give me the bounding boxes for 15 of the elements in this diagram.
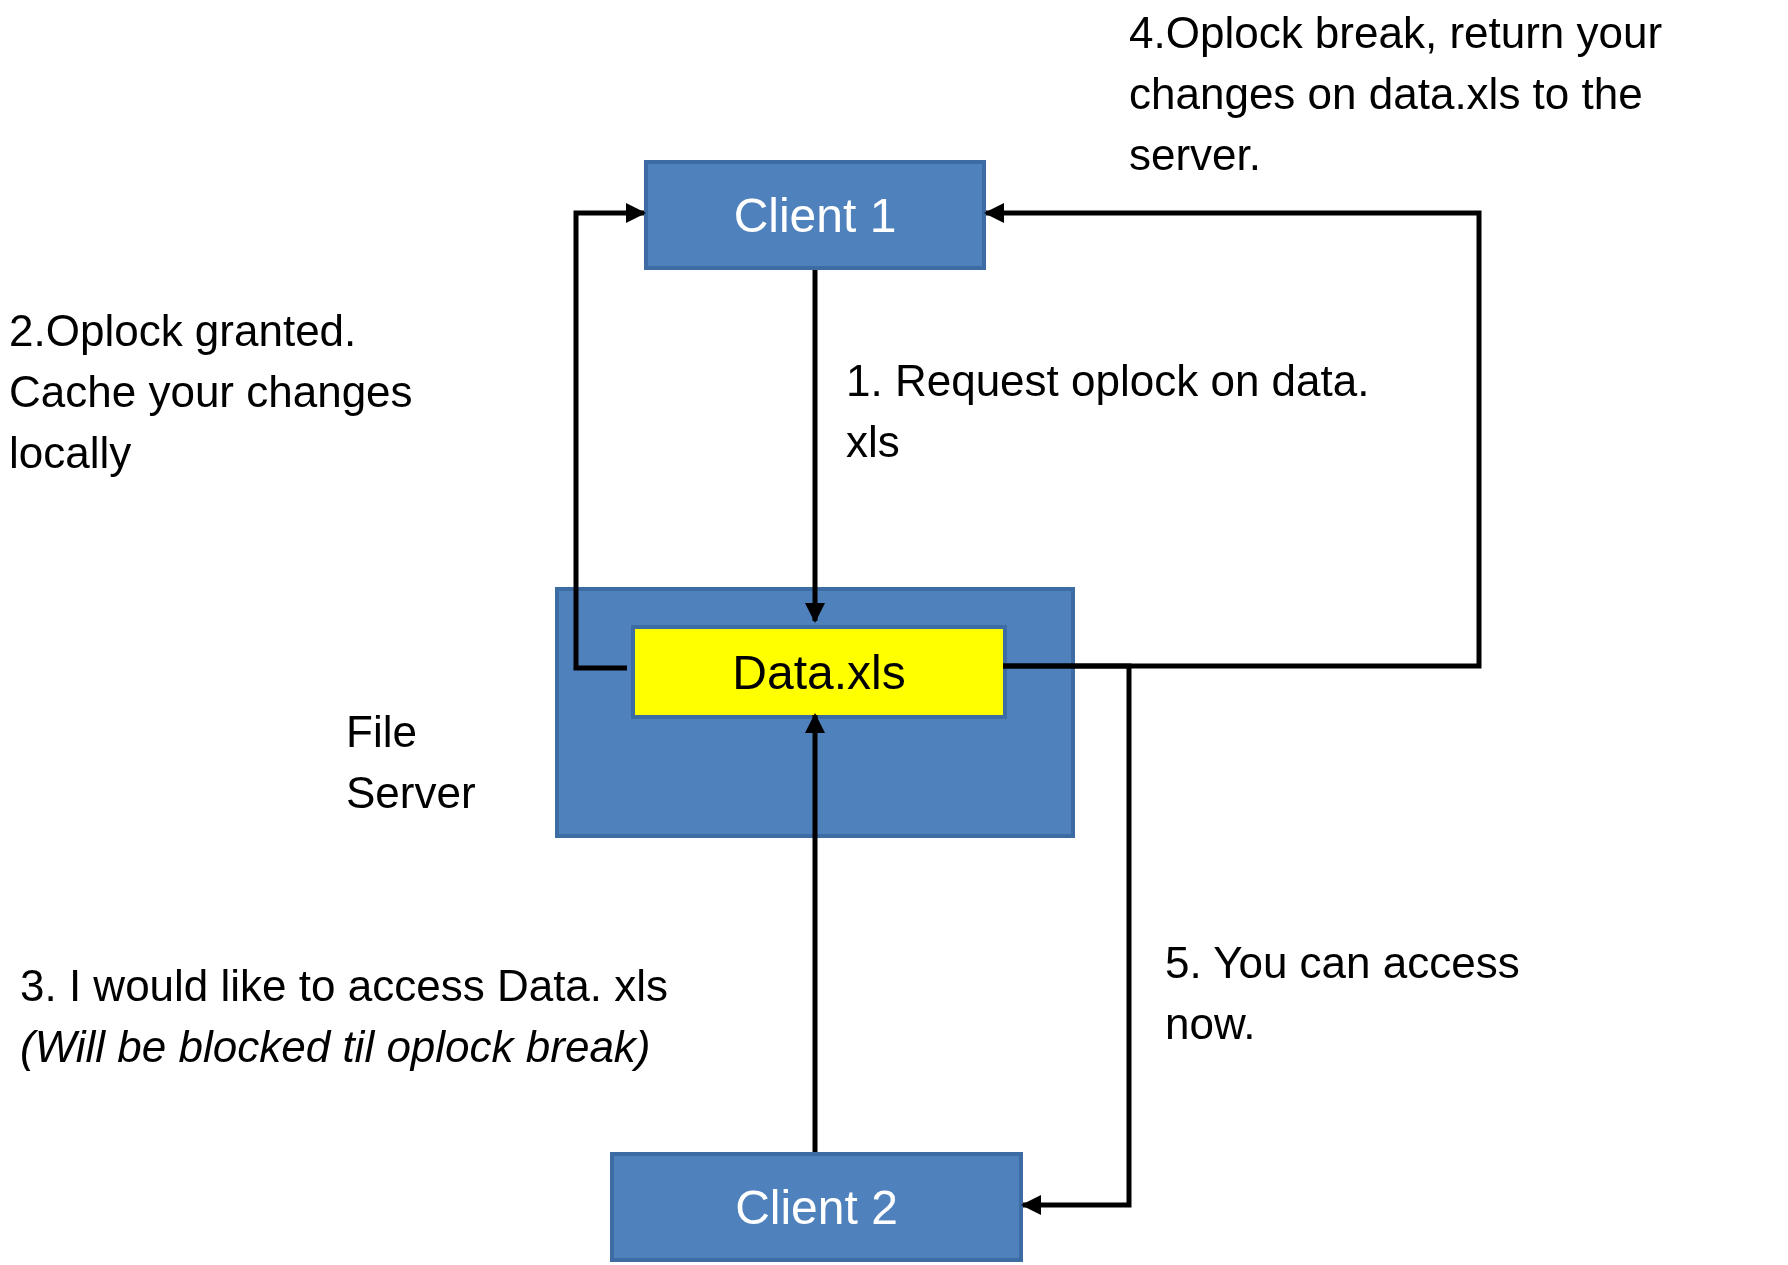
arrow: [805, 713, 825, 1152]
node-label: Client 1: [733, 187, 897, 243]
server-label: File Server: [346, 706, 477, 819]
arrow: [573, 203, 646, 671]
arrow: [805, 270, 825, 623]
edge-label: 3. I would like to access Data. xls (Will be blocked til oplock break): [20, 960, 670, 1073]
client-box: [610, 1152, 1023, 1262]
edge-label: 2.Oplock granted. Cache your changes locally: [9, 305, 414, 479]
node-label: Client 2: [735, 1179, 898, 1235]
client-box: [644, 160, 986, 270]
file-box: [631, 625, 1007, 719]
edge-label: 1. Request oplock on data. xls: [846, 355, 1371, 468]
edge-label: 4.Oplock break, return your changes on data.xls to the server.: [1129, 7, 1664, 181]
node-label: Data.xls: [732, 644, 906, 700]
edge-label: 5. You can access now.: [1165, 937, 1521, 1050]
